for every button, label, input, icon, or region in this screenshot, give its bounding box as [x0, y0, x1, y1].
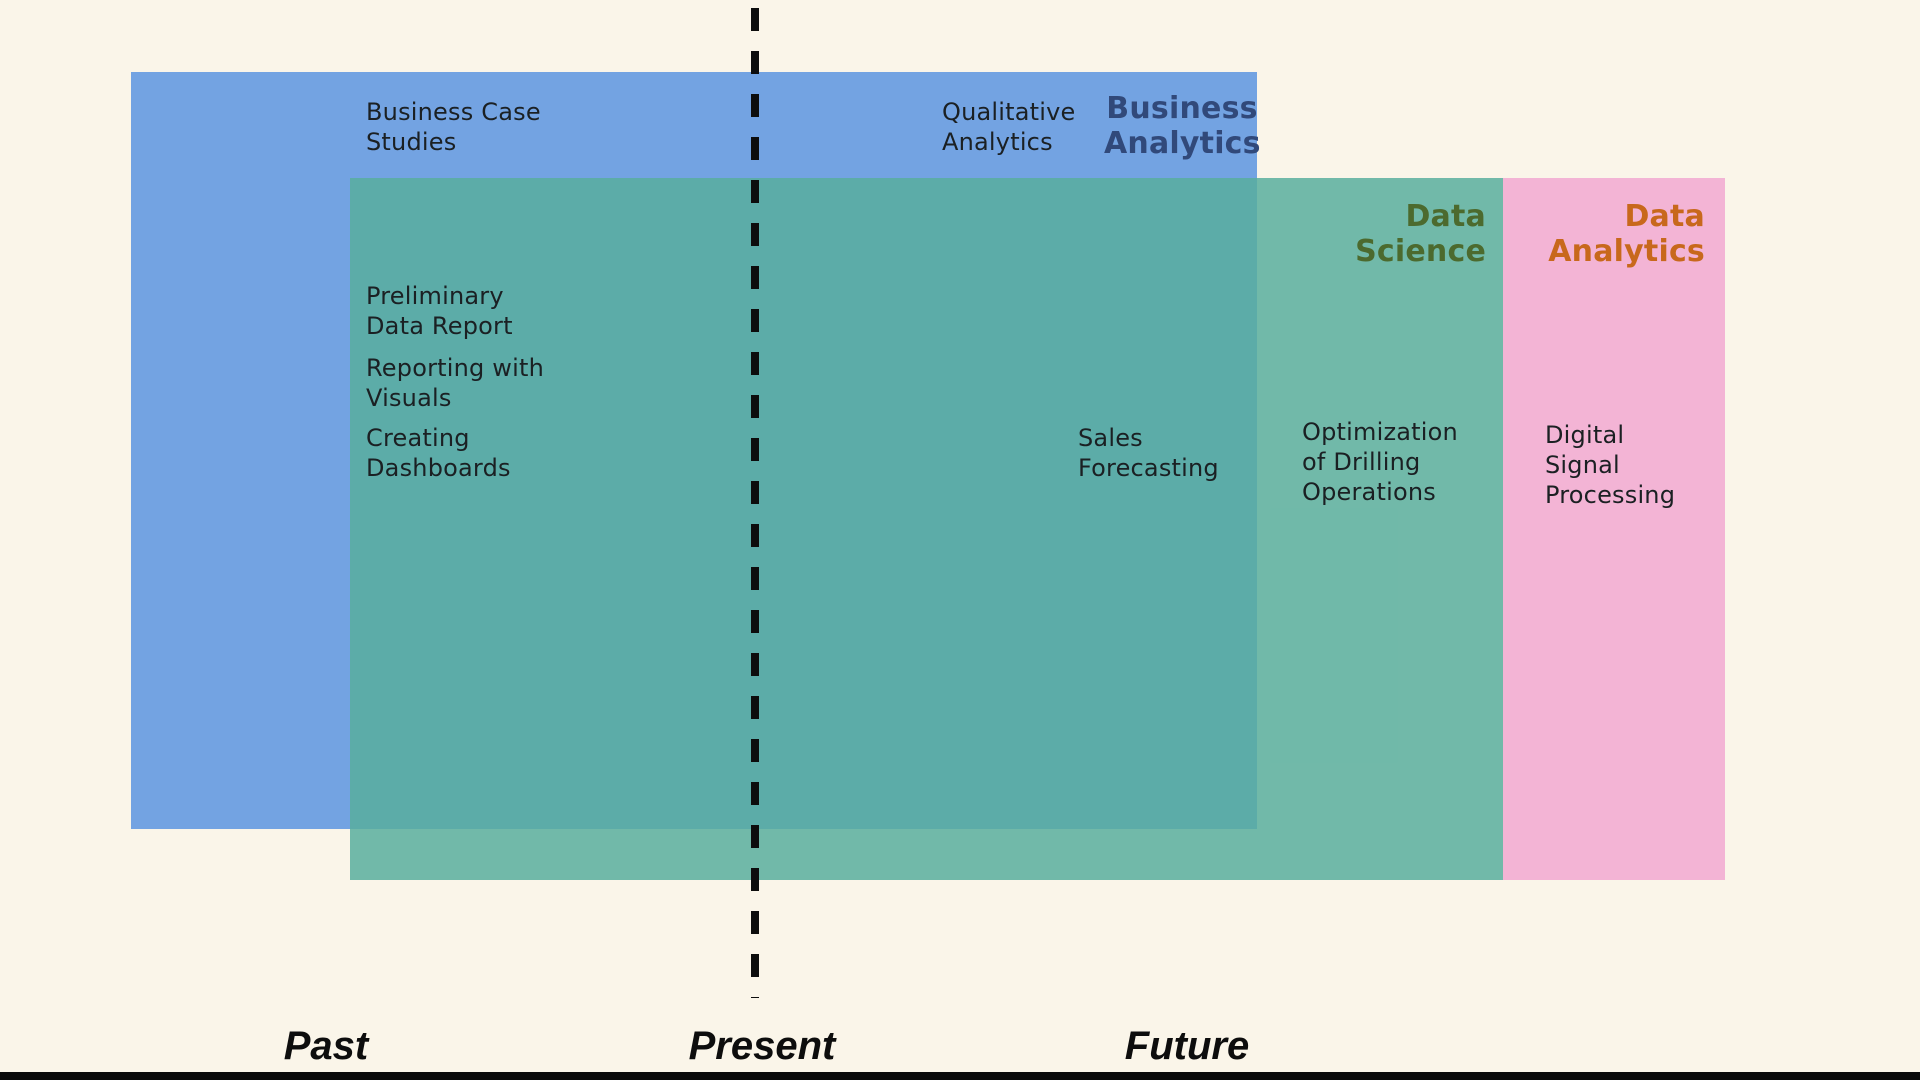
present-divider-line	[751, 8, 759, 998]
data-science-region	[350, 178, 1503, 880]
timeline-label-future: Future	[1124, 1024, 1250, 1068]
title-data-analytics: Data Analytics	[1548, 199, 1705, 269]
label-optimization-of-drilling-operations: Optimization of Drilling Operations	[1302, 418, 1458, 506]
timeline-label-present: Present	[688, 1024, 836, 1068]
title-data-science: Data Science	[1355, 199, 1486, 269]
data-analytics-region	[1503, 178, 1725, 880]
label-qualitative-analytics: Qualitative Analytics	[942, 98, 1076, 156]
title-business-analytics: Business Analytics	[1104, 91, 1261, 161]
label-creating-dashboards: Creating Dashboards	[366, 424, 511, 482]
label-business-case-studies: Business Case Studies	[366, 98, 541, 156]
label-sales-forecasting: Sales Forecasting	[1078, 424, 1219, 482]
label-preliminary-data-report: Preliminary Data Report	[366, 282, 513, 340]
bottom-bar	[0, 1072, 1920, 1080]
timeline-label-past: Past	[283, 1024, 369, 1068]
label-digital-signal-processing: Digital Signal Processing	[1545, 421, 1676, 509]
label-reporting-with-visuals: Reporting with Visuals	[366, 354, 545, 412]
